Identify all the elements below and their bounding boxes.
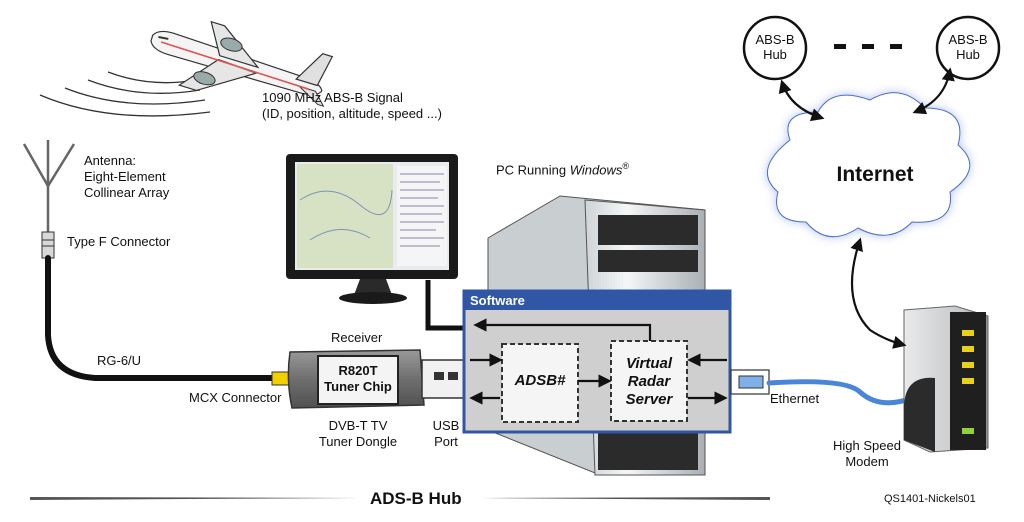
hub-1-label: ABS-B Hub bbox=[755, 32, 795, 62]
airplane-icon bbox=[150, 20, 334, 108]
ethernet-cable bbox=[766, 379, 915, 406]
mcx-connector-label: MCX Connector bbox=[189, 390, 282, 405]
network-links bbox=[778, 67, 955, 349]
internet-cloud-icon bbox=[767, 92, 971, 238]
video-cable bbox=[425, 280, 468, 331]
internet-label: Internet bbox=[836, 163, 914, 186]
modem-icon bbox=[903, 305, 989, 453]
tuner-dongle bbox=[287, 349, 465, 409]
pc-label: PC Running Windows® bbox=[496, 161, 629, 178]
type-f-connector-icon bbox=[41, 231, 55, 259]
adsb-label: ADSB# bbox=[514, 372, 566, 389]
type-f-connector-label: Type F Connector bbox=[67, 234, 171, 249]
dongle-caption: DVB-T TV Tuner Dongle bbox=[318, 418, 398, 449]
data-flow-arrows bbox=[469, 318, 728, 405]
cable-label: RG-6/U bbox=[97, 353, 142, 368]
software-panel bbox=[462, 289, 732, 434]
more-hubs-dashes bbox=[834, 44, 902, 49]
ethernet-connector-icon bbox=[730, 369, 770, 395]
vrs-label: Virtual Radar Server bbox=[625, 355, 673, 408]
software-title: Software bbox=[470, 293, 525, 308]
adsb-box bbox=[501, 343, 579, 423]
receiver-label: Receiver bbox=[331, 330, 383, 345]
usb-port-label: USB Port bbox=[432, 418, 460, 449]
hub-2-icon bbox=[935, 15, 1001, 81]
hub-2-label: ABS-B Hub bbox=[948, 32, 988, 62]
antenna-label: Antenna: Eight-Element Collinear Array bbox=[84, 153, 170, 200]
footer-rule bbox=[30, 497, 770, 500]
signal-label: 1090 MHz ABS-B Signal (ID, position, alt… bbox=[262, 90, 442, 121]
footer-credit: QS1401-Nickels01 bbox=[884, 493, 976, 505]
rg6-cable bbox=[45, 255, 281, 381]
hub-1-icon bbox=[742, 15, 808, 81]
signal-waves bbox=[39, 71, 211, 117]
vrs-box bbox=[610, 340, 688, 422]
antenna-icon bbox=[22, 140, 76, 232]
ethernet-label: Ethernet bbox=[770, 391, 820, 406]
mcx-connector-icon bbox=[271, 371, 291, 386]
tuner-chip-label: R820T Tuner Chip bbox=[324, 363, 392, 394]
modem-label: High Speed Modem bbox=[833, 438, 901, 469]
monitor-icon bbox=[286, 154, 458, 304]
footer-title: ADS-B Hub bbox=[370, 489, 462, 508]
